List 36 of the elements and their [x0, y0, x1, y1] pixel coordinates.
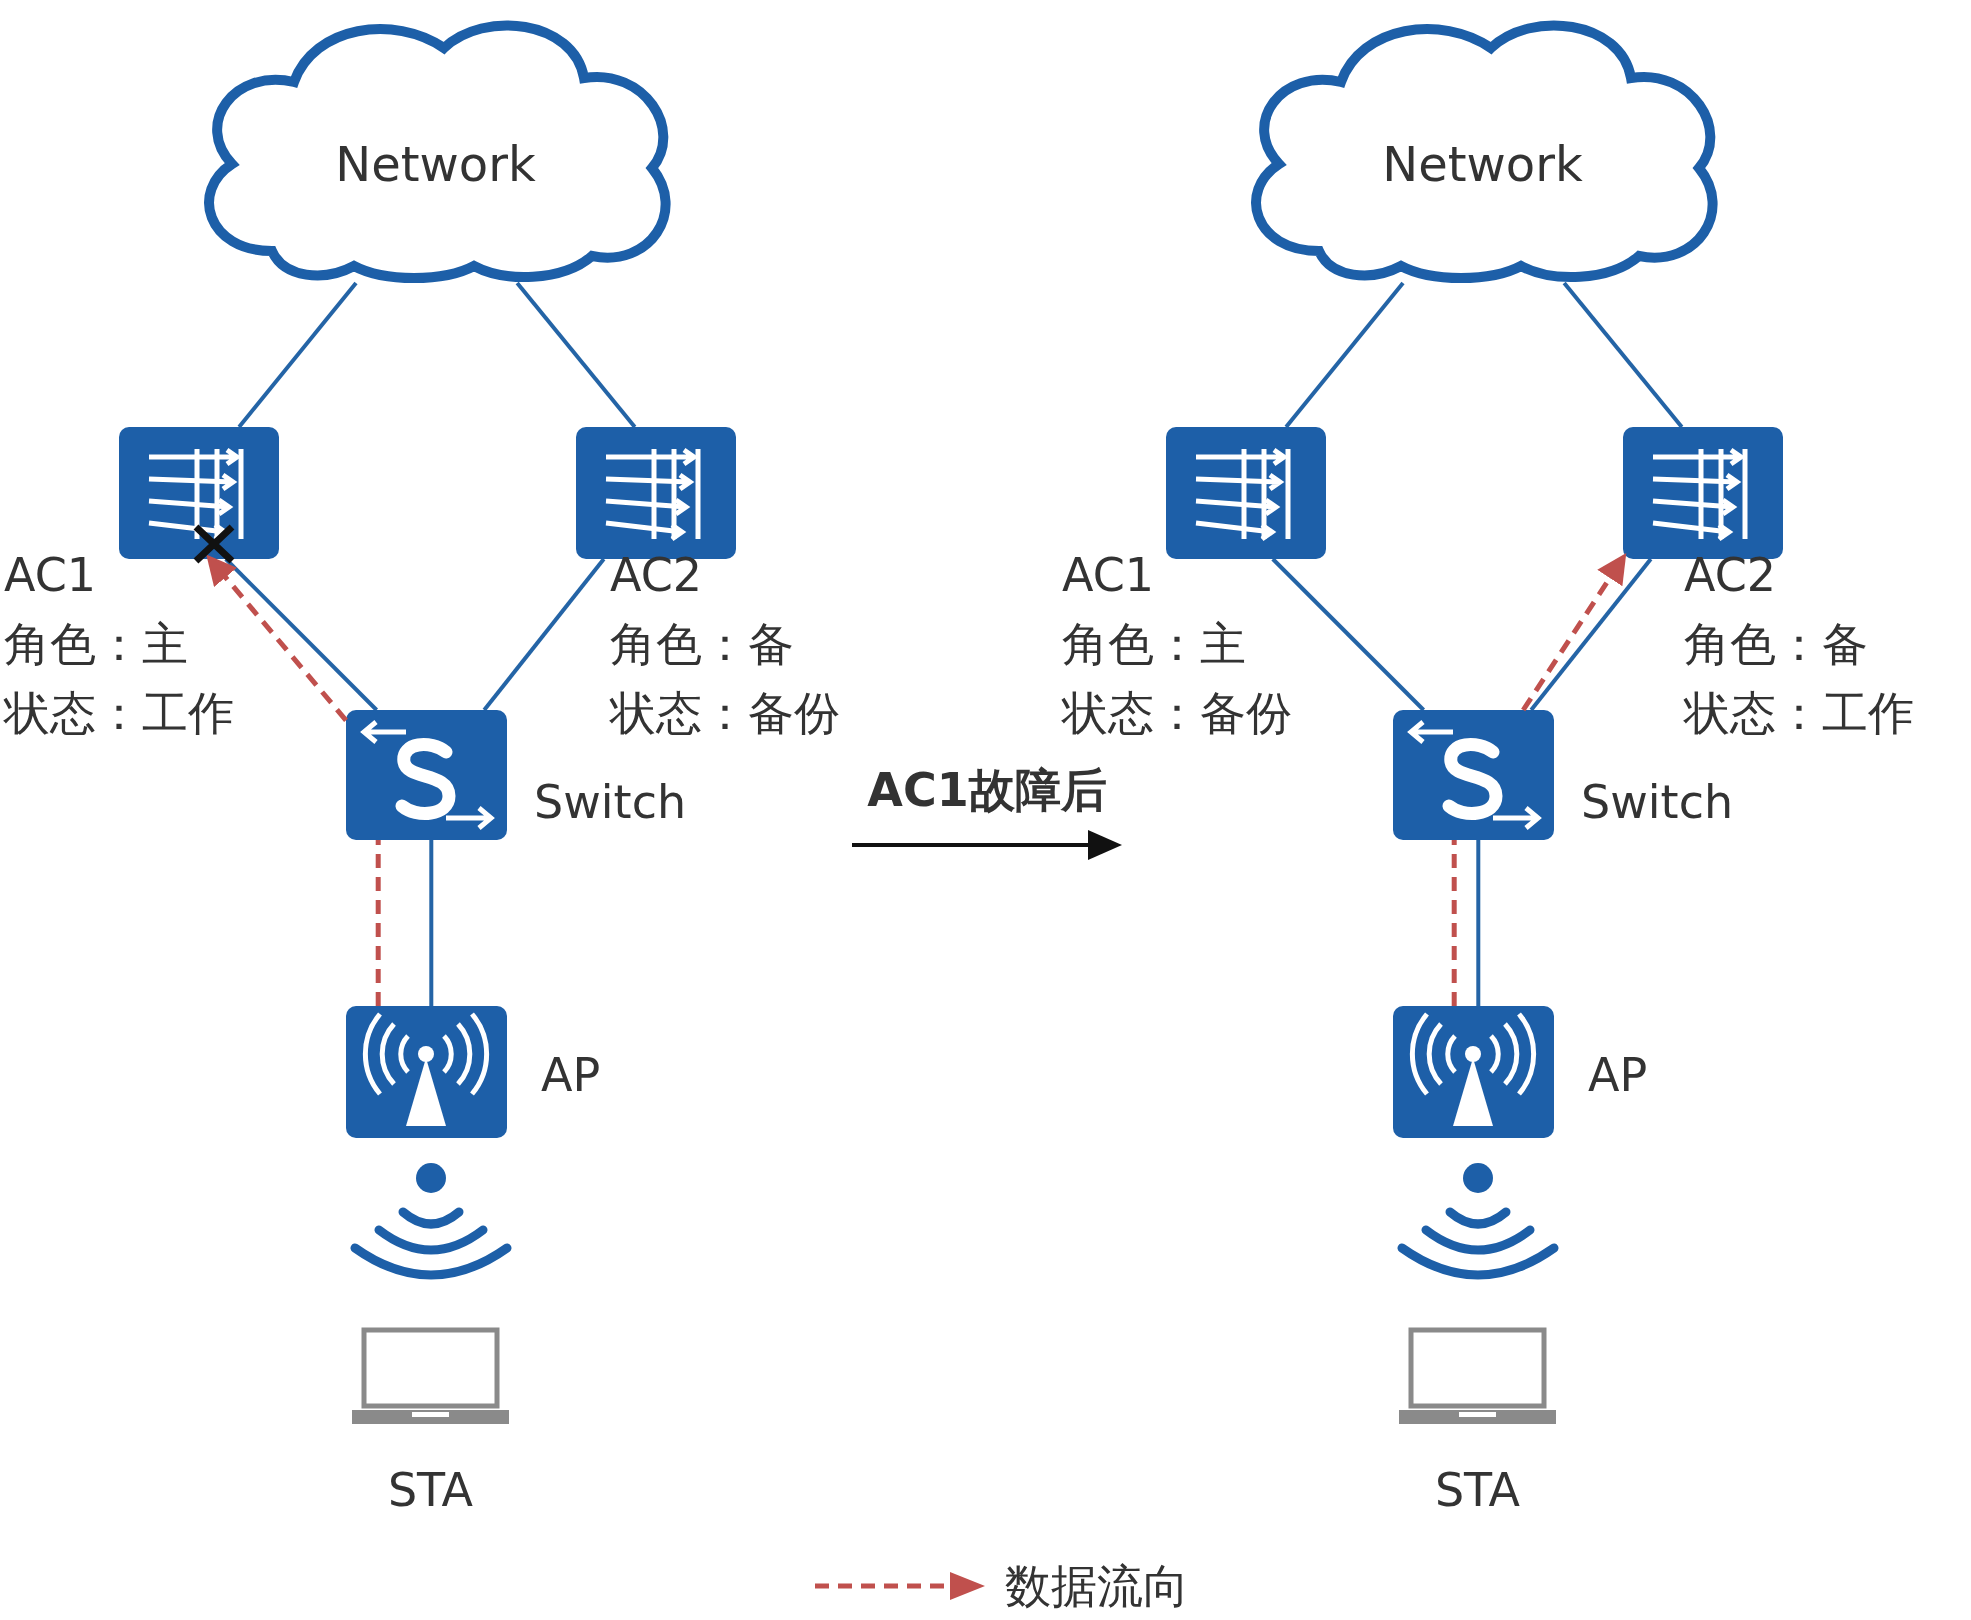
link-line [1562, 281, 1684, 429]
device-name: AC1 [4, 547, 97, 604]
device-name: STA [1433, 1462, 1522, 1519]
role-label: 角色：备 [610, 616, 794, 673]
device-name: AC1 [1062, 547, 1155, 604]
link-line [1284, 281, 1405, 429]
status-label: 状态：工作 [4, 685, 234, 742]
link-line [515, 281, 637, 429]
status-label: 状态：备份 [1062, 685, 1292, 742]
link-line [482, 557, 606, 712]
link-line [224, 557, 378, 712]
link-line [429, 840, 434, 1006]
device-name: Switch [1581, 774, 1734, 831]
device-name: AC2 [1684, 547, 1777, 604]
link-line [237, 281, 358, 429]
role-label: 角色：主 [1062, 616, 1246, 673]
link-line [1271, 557, 1425, 712]
device-name: Switch [534, 774, 687, 831]
cloud-label: Network [334, 135, 537, 194]
data-flow-line [1451, 840, 1457, 1006]
cloud-label: Network [1381, 135, 1584, 194]
link-line [1476, 840, 1481, 1006]
legend-label: 数据流向 [1005, 1558, 1189, 1615]
data-flow-line [375, 840, 381, 1006]
data-flow-arrow [1521, 553, 1627, 712]
role-label: 角色：主 [4, 616, 188, 673]
role-label: 角色：备 [1684, 616, 1868, 673]
device-name: AP [541, 1047, 601, 1104]
caption-label: AC1故障后 [866, 762, 1108, 819]
device-name: AP [1588, 1047, 1648, 1104]
device-name: AC2 [610, 547, 703, 604]
status-label: 状态：工作 [1684, 685, 1914, 742]
data-flow-arrow [206, 554, 348, 722]
device-name: STA [386, 1462, 475, 1519]
link-line [1529, 557, 1653, 712]
status-label: 状态：备份 [610, 685, 840, 742]
